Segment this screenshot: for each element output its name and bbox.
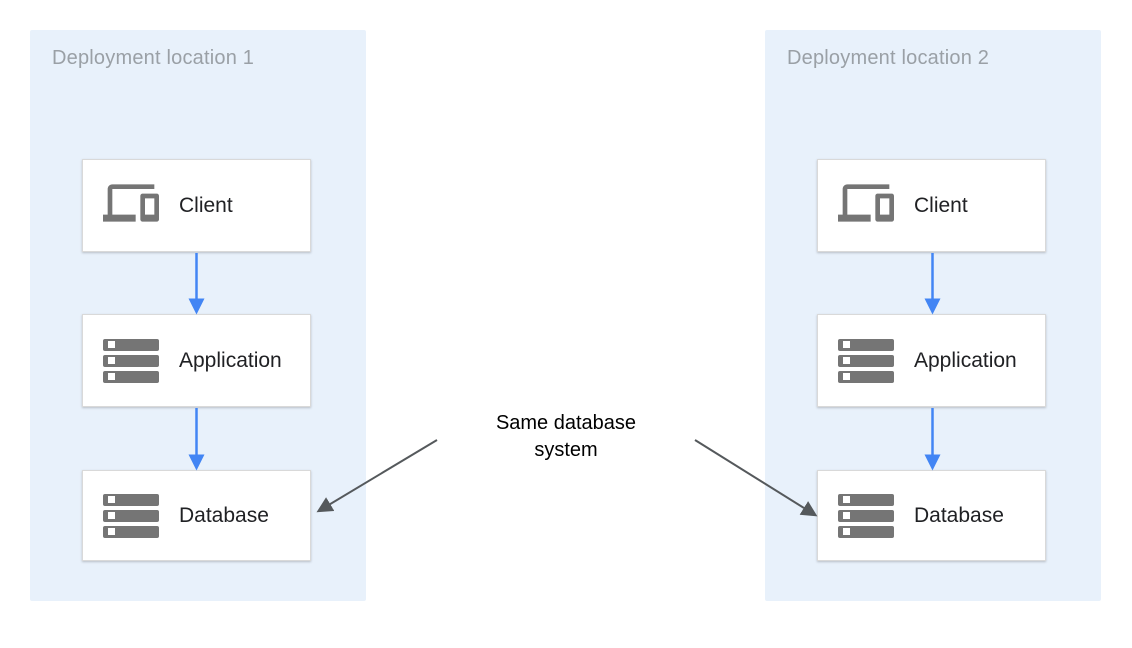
deployment-zone-2: Deployment location 2 Client Application… — [765, 30, 1101, 601]
storage-icon — [838, 338, 894, 383]
storage-icon — [103, 338, 159, 383]
annotation-same-database-system: Same database system — [466, 410, 666, 464]
node-database-1: Database — [82, 470, 311, 561]
deployment-zone-1-label: Deployment location 1 — [52, 47, 255, 69]
deployment-zone-2-label: Deployment location 2 — [787, 47, 990, 69]
devices-icon — [103, 182, 159, 229]
deployment-zone-1: Deployment location 1 Client Application… — [30, 30, 366, 601]
node-label: Database — [914, 503, 1004, 527]
node-client-2: Client — [817, 159, 1046, 252]
annotation-line1: Same database — [495, 412, 637, 434]
node-database-2: Database — [817, 470, 1046, 561]
storage-icon — [838, 493, 894, 538]
node-label: Application — [914, 348, 1017, 372]
devices-icon — [838, 182, 894, 229]
node-label: Client — [179, 193, 233, 217]
node-label: Client — [914, 193, 968, 217]
node-label: Application — [179, 348, 282, 372]
node-label: Database — [179, 503, 269, 527]
node-application-2: Application — [817, 314, 1046, 407]
node-client-1: Client — [82, 159, 311, 252]
node-application-1: Application — [82, 314, 311, 407]
annotation-line2: system — [534, 439, 598, 461]
storage-icon — [103, 493, 159, 538]
